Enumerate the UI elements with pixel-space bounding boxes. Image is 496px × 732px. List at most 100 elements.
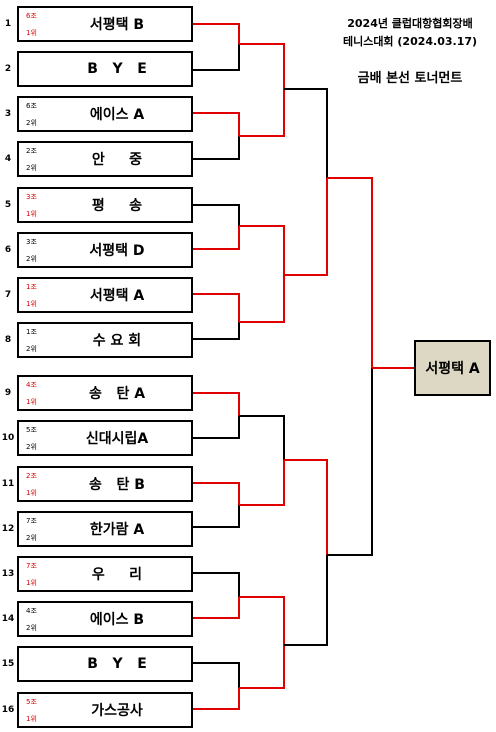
team-name: 수 요 회 (92, 333, 142, 349)
seed-number: 11 (1, 479, 15, 489)
group-label: 2조 (26, 472, 37, 480)
seed-number: 14 (1, 614, 15, 624)
rank-label: 2위 (26, 164, 37, 172)
seed-number: 3 (4, 109, 12, 119)
group-label: 4조 (26, 607, 37, 615)
r1-line-seed13 (193, 572, 240, 597)
rank-label: 1위 (26, 579, 37, 587)
seed-number: 9 (4, 388, 12, 398)
team-entry-box: 7조 1위 우 리 (17, 556, 193, 592)
group-label: 1조 (26, 283, 37, 291)
group-label: 7조 (26, 517, 37, 525)
r1-line-seed9 (193, 392, 240, 416)
seed-number: 1 (4, 19, 12, 29)
group-label: 3조 (26, 238, 37, 246)
team-entry-box: 2조 1위 송 탄 B (17, 466, 193, 502)
r1-line-seed2 (193, 44, 240, 71)
team-entry-box: 4조 1위 송 탄 A (17, 375, 193, 411)
team-name: 평 송 (91, 198, 143, 214)
champion-box: 서평택 A (414, 340, 491, 396)
seed-number: 13 (1, 569, 15, 579)
team-entry-box: 3조 2위 서평택 D (17, 232, 193, 268)
rank-label: 1위 (26, 715, 37, 723)
team-name: 에이스 A (89, 107, 145, 123)
group-label: 2조 (26, 147, 37, 155)
sf-line-b (327, 368, 373, 556)
r1-line-seed7 (193, 293, 240, 322)
r2-line-f (239, 460, 285, 506)
r1-line-seed16 (193, 688, 240, 710)
qf-line-a (284, 88, 328, 178)
team-entry-box: B Y E (17, 646, 193, 682)
rank-label: 2위 (26, 255, 37, 263)
seed-number: 4 (4, 154, 12, 164)
rank-label: 1위 (26, 300, 37, 308)
team-name: B Y E (87, 656, 147, 672)
team-name: 신대시립A (85, 431, 149, 447)
bracket-subtitle: 금배 본선 토너먼트 (357, 71, 463, 86)
r1-line-seed10 (193, 416, 240, 439)
r1-line-seed14 (193, 597, 240, 619)
qf-line-b (284, 178, 328, 276)
team-entry-box: 1조 2위 수 요 회 (17, 322, 193, 358)
r2-line-a (239, 43, 285, 89)
seed-number: 15 (1, 659, 15, 669)
r2-line-h (239, 645, 285, 689)
team-name: 우 리 (91, 567, 143, 583)
group-label: 1조 (26, 328, 37, 336)
seed-number: 8 (4, 335, 12, 345)
r2-line-g (239, 596, 285, 645)
r1-line-seed1 (193, 23, 240, 44)
rank-label: 2위 (26, 443, 37, 451)
r2-line-e (239, 415, 285, 460)
team-name: 송 탄 B (89, 477, 145, 493)
group-label: 6조 (26, 102, 37, 110)
seed-number: 7 (4, 290, 12, 300)
team-name: 서평택 A (89, 288, 145, 304)
seed-number: 2 (4, 64, 12, 74)
r1-line-seed11 (193, 482, 240, 505)
team-name: B Y E (87, 61, 147, 77)
group-label: 7조 (26, 562, 37, 570)
sf-line-a (327, 177, 373, 368)
team-entry-box: 7조 2위 한가람 A (17, 511, 193, 547)
r1-line-seed3 (193, 112, 240, 136)
team-entry-box: 3조 1위 평 송 (17, 187, 193, 223)
team-entry-box: 1조 1위 서평택 A (17, 277, 193, 313)
qf-line-c (284, 459, 328, 555)
rank-label: 2위 (26, 345, 37, 353)
r2-line-d (239, 275, 285, 323)
team-name: 에이스 B (89, 612, 145, 628)
group-label: 5조 (26, 698, 37, 706)
r1-line-seed12 (193, 505, 240, 528)
r1-line-seed8 (193, 322, 240, 340)
seed-number: 12 (1, 524, 15, 534)
r1-line-seed15 (193, 662, 240, 688)
team-name: 서평택 D (89, 243, 145, 259)
r2-line-c (239, 225, 285, 275)
rank-label: 1위 (26, 29, 37, 37)
team-name: 안 중 (91, 152, 143, 168)
rank-label: 2위 (26, 534, 37, 542)
r1-line-seed4 (193, 136, 240, 160)
team-entry-box: B Y E (17, 51, 193, 87)
rank-label: 1위 (26, 489, 37, 497)
r1-line-seed5 (193, 204, 240, 226)
team-entry-box: 2조 2위 안 중 (17, 141, 193, 177)
tournament-title-line2: 테니스대회 (2024.03.17) (342, 35, 478, 48)
seed-number: 16 (1, 705, 15, 715)
team-name: 송 탄 A (88, 386, 146, 402)
group-label: 4조 (26, 381, 37, 389)
group-label: 6조 (26, 12, 37, 20)
seed-number: 6 (4, 245, 12, 255)
rank-label: 1위 (26, 210, 37, 218)
team-name: 한가람 A (89, 522, 145, 538)
group-label: 3조 (26, 193, 37, 201)
rank-label: 1위 (26, 398, 37, 406)
